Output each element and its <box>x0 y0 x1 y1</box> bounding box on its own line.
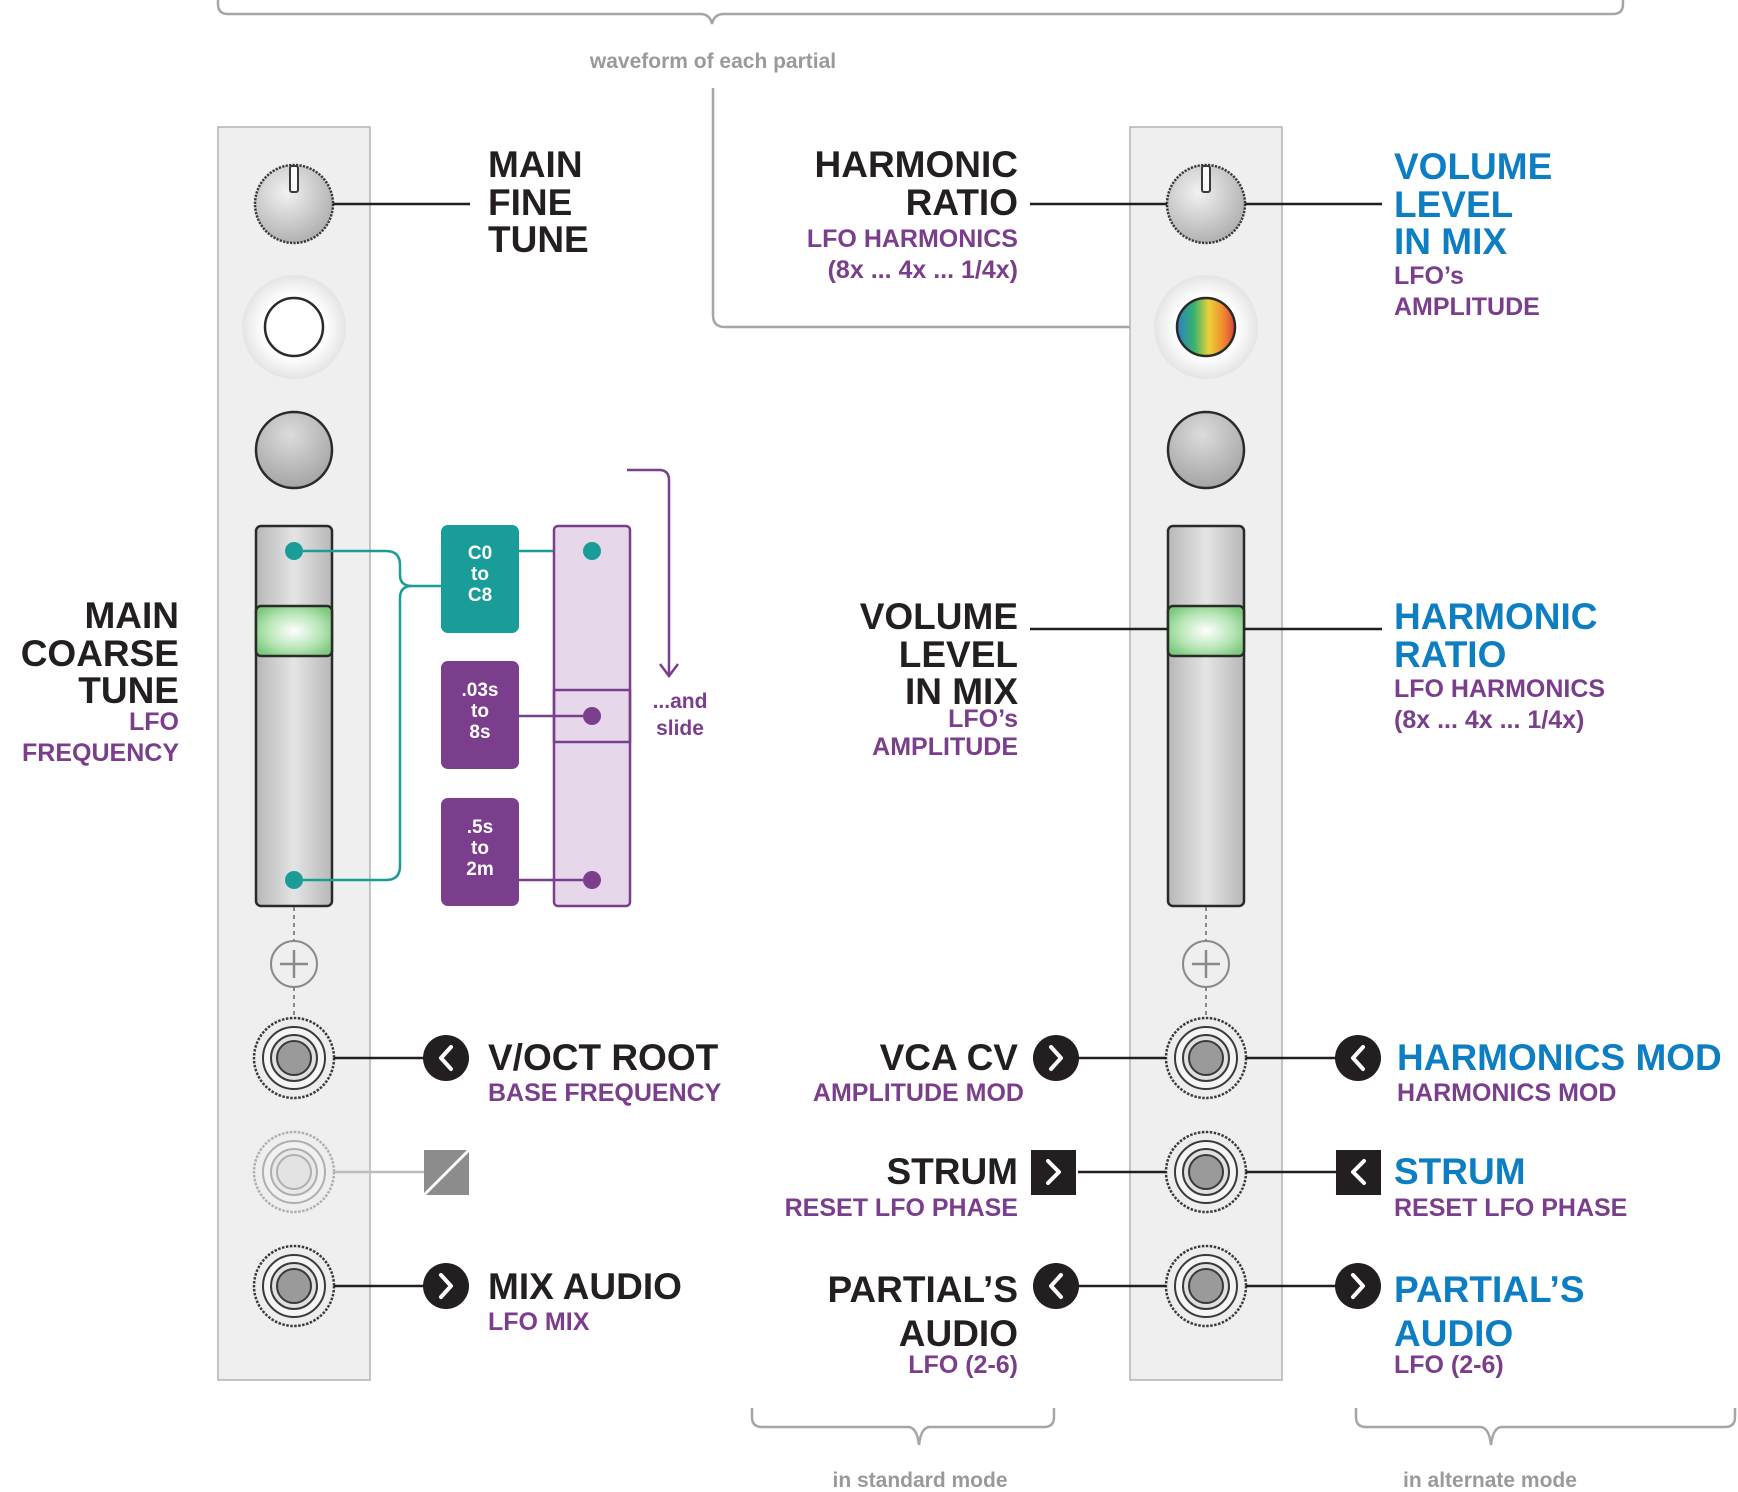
range-label-03s-8s: .03s to 8s <box>461 680 499 743</box>
right-button[interactable] <box>1166 410 1246 490</box>
label-alt-strum: STRUM <box>1394 1151 1526 1192</box>
mini-slider <box>519 524 632 908</box>
range-label-5s-2m: .5s to 2m <box>466 817 494 880</box>
vca-input-arrow-icon <box>1033 1035 1079 1081</box>
caption-alternate-mode: in alternate mode <box>1403 1469 1577 1492</box>
label-std-partial-audio: PARTIAL’S AUDIO <box>827 1269 1019 1354</box>
label-lfo-frequency: LFO FREQUENCY <box>22 708 179 768</box>
caption-waveform: waveform of each partial <box>589 50 837 73</box>
label-std-lfo-2-6: LFO (2-6) <box>908 1351 1018 1379</box>
voct-jack[interactable] <box>252 1016 336 1100</box>
label-std-lfo-harmonics: LFO HARMONICS (8x ... 4x ... 1/4x) <box>806 225 1018 285</box>
left-slider-handle[interactable] <box>254 604 334 658</box>
range-box-03s-8s <box>441 661 519 769</box>
harmonic-ratio-knob[interactable] <box>1165 163 1247 245</box>
harm-mod-input-arrow-icon <box>1335 1035 1381 1081</box>
label-alt-partial-audio: PARTIAL’S AUDIO <box>1394 1269 1585 1354</box>
output-arrow-icon <box>423 1263 469 1309</box>
label-main-fine-tune: MAIN FINE TUNE <box>488 144 589 261</box>
unused-input-icon <box>422 1148 471 1197</box>
mix-audio-jack[interactable] <box>252 1244 336 1328</box>
label-alt-lfo-harmonics: LFO HARMONICS (8x ... 4x ... 1/4x) <box>1394 675 1606 735</box>
range-box-c0-c8 <box>441 525 519 633</box>
label-alt-reset-lfo-phase: RESET LFO PHASE <box>1394 1194 1628 1222</box>
bottom-bracket-standard <box>750 1408 1056 1446</box>
caption-standard-mode: in standard mode <box>832 1469 1008 1492</box>
label-alt-lfo-amplitude: LFO’s AMPLITUDE <box>1394 262 1540 322</box>
label-mix-audio: MIX AUDIO <box>488 1266 682 1307</box>
partial-output-arrow-icon-alt <box>1335 1263 1381 1309</box>
label-lfo-mix: LFO MIX <box>488 1308 590 1336</box>
bottom-bracket-alternate <box>1354 1408 1737 1446</box>
vca-cv-jack[interactable] <box>1164 1016 1248 1100</box>
left-led-white <box>263 296 325 358</box>
strum-jack[interactable] <box>1164 1130 1248 1214</box>
label-alt-harmonic-ratio: HARMONIC RATIO <box>1394 596 1598 675</box>
label-std-volume-level: VOLUME LEVEL IN MIX <box>859 596 1018 713</box>
left-plus-icon <box>270 940 318 988</box>
label-alt-volume-level: VOLUME LEVEL IN MIX <box>1394 146 1553 263</box>
range-box-5s-2m <box>441 798 519 906</box>
input-arrow-icon <box>423 1035 469 1081</box>
strum-trigger-icon-std <box>1031 1150 1076 1195</box>
label-vca-cv: VCA CV <box>879 1037 1018 1078</box>
right-slider-handle[interactable] <box>1166 604 1246 658</box>
partial-audio-jack[interactable] <box>1164 1244 1248 1328</box>
label-std-harmonic-ratio: HARMONIC RATIO <box>814 144 1018 223</box>
left-slider[interactable] <box>254 524 334 908</box>
label-and-slide: ...and slide <box>652 690 708 741</box>
left-button[interactable] <box>254 410 334 490</box>
waveform-led <box>1175 296 1237 358</box>
label-harmonics-mod-sub: HARMONICS MOD <box>1397 1079 1617 1107</box>
strum-trigger-icon-alt <box>1336 1150 1381 1195</box>
label-std-strum: STRUM <box>886 1151 1018 1192</box>
label-harmonics-mod: HARMONICS MOD <box>1397 1037 1722 1078</box>
top-bracket <box>216 0 1625 329</box>
right-plus-icon <box>1182 940 1230 988</box>
label-std-lfo-amplitude: LFO’s AMPLITUDE <box>872 705 1018 761</box>
label-std-reset-lfo-phase: RESET LFO PHASE <box>784 1194 1018 1222</box>
partial-output-arrow-icon-std <box>1033 1263 1079 1309</box>
fine-tune-knob[interactable] <box>253 163 335 245</box>
label-amplitude-mod: AMPLITUDE MOD <box>812 1079 1024 1107</box>
label-main-coarse-tune: MAIN COARSE TUNE <box>20 595 179 712</box>
label-voct-root: V/OCT ROOT <box>488 1037 719 1078</box>
slide-arrow-icon <box>627 468 679 679</box>
disabled-jack <box>252 1130 336 1214</box>
right-slider[interactable] <box>1166 524 1246 908</box>
label-base-frequency: BASE FREQUENCY <box>488 1079 722 1107</box>
range-label-c0-c8: C0 to C8 <box>467 543 493 606</box>
label-alt-lfo-2-6: LFO (2-6) <box>1394 1351 1504 1379</box>
